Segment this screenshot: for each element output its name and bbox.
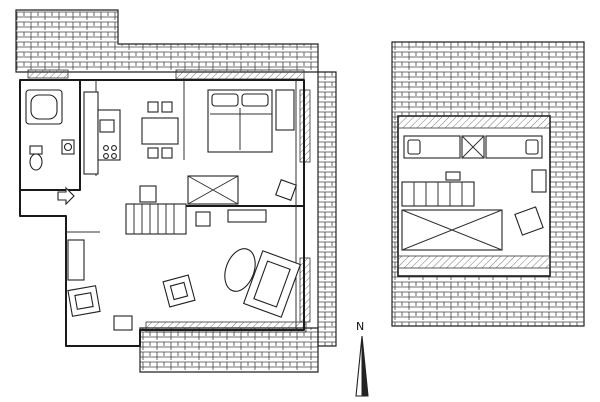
oval-table <box>224 248 256 292</box>
sofa <box>242 250 302 318</box>
upper-staircase <box>401 171 475 207</box>
walls-left <box>19 79 305 347</box>
toilet <box>29 145 43 171</box>
staircase <box>125 203 187 235</box>
wardrobe <box>275 89 295 131</box>
upper-beds <box>403 135 543 159</box>
kitchen-counter <box>83 91 121 175</box>
dining-table <box>141 101 179 159</box>
entrance-arrow-icon <box>57 186 75 206</box>
north-label: N <box>356 320 364 333</box>
shelf-left <box>67 239 133 331</box>
double-bed <box>207 89 273 153</box>
upper-armchair <box>514 169 547 236</box>
armchair-small <box>139 179 297 203</box>
bathtub <box>25 89 63 125</box>
storage-crossed <box>187 175 239 205</box>
desk <box>195 209 267 227</box>
roof-shingles-left <box>15 9 337 373</box>
lounge-chair <box>162 274 196 308</box>
sink <box>61 139 75 155</box>
upper-storage-crossed <box>401 209 503 251</box>
armchair-left <box>67 285 101 317</box>
north-arrow-icon <box>355 335 369 397</box>
